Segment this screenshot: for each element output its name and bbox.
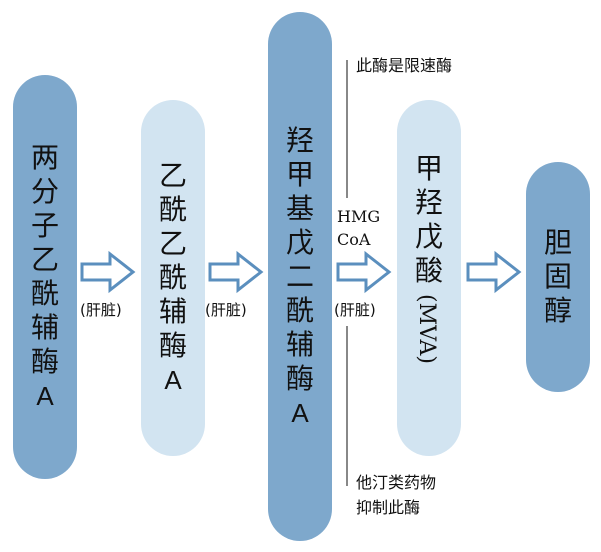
node-cholesterol: 胆 固 醇 (526, 162, 590, 392)
node-char: 两 (30, 141, 59, 174)
node-char: 酰 (158, 261, 187, 294)
connector-line-top (346, 60, 348, 198)
node-char: 乙 (158, 227, 187, 260)
node-char: 戊 (414, 220, 443, 253)
node-acetyl-coa-2: 两 分 子 乙 酰 辅 酶 A (13, 75, 77, 479)
node-char: 酶 (30, 345, 59, 378)
node-char: 戊 (285, 225, 314, 259)
node-char: A (291, 397, 309, 428)
node-mva: 甲 羟 戊 酸 (397, 100, 461, 456)
arrow-1 (80, 250, 136, 294)
label-coa: CoA (337, 230, 371, 249)
node-char: 酰 (158, 193, 187, 226)
node-char: 甲 (285, 157, 314, 191)
label-liver-1: (肝脏) (80, 301, 122, 319)
node-char: 辅 (30, 311, 59, 344)
node-acetoacetyl-coa: 乙 酰 乙 酰 辅 酶 A (141, 100, 205, 456)
node-char: 胆 (543, 226, 572, 259)
label-hmg: HMG (337, 207, 381, 226)
label-liver-2: (肝脏) (205, 301, 247, 319)
node-char: 乙 (158, 159, 187, 192)
node-char: 固 (543, 260, 572, 293)
node-char: 醇 (543, 294, 572, 327)
arrow-2 (208, 250, 264, 294)
arrow-4 (466, 250, 522, 294)
node-mva-abbr: (MVA) (414, 294, 439, 364)
node-char: 酸 (414, 254, 443, 287)
node-char: 辅 (158, 295, 187, 328)
node-char: 酶 (158, 329, 187, 362)
connector-line-bottom (346, 326, 348, 486)
node-char: 酰 (285, 293, 314, 327)
node-char: 羟 (414, 186, 443, 219)
node-char: 酶 (285, 361, 314, 395)
node-char: 乙 (30, 243, 59, 276)
note-statin-line1: 他汀类药物 (356, 473, 437, 492)
node-char: 甲 (414, 152, 443, 185)
node-char: 辅 (285, 327, 314, 361)
node-hmg-coa: 羟 甲 基 戊 二 酰 辅 酶 A (268, 12, 332, 541)
node-char: 子 (30, 209, 59, 242)
arrow-3 (336, 250, 392, 294)
node-char: A (164, 365, 182, 395)
label-liver-3: (肝脏) (334, 301, 376, 319)
node-char: 羟 (285, 123, 314, 157)
node-char: A (36, 381, 54, 411)
node-char: 分 (30, 175, 59, 208)
node-char: 二 (285, 259, 314, 293)
node-char: 基 (285, 191, 314, 225)
note-statin-line2: 抑制此酶 (356, 498, 421, 517)
node-char: 酰 (30, 277, 59, 310)
note-rate-limiting: 此酶是限速酶 (356, 56, 453, 75)
